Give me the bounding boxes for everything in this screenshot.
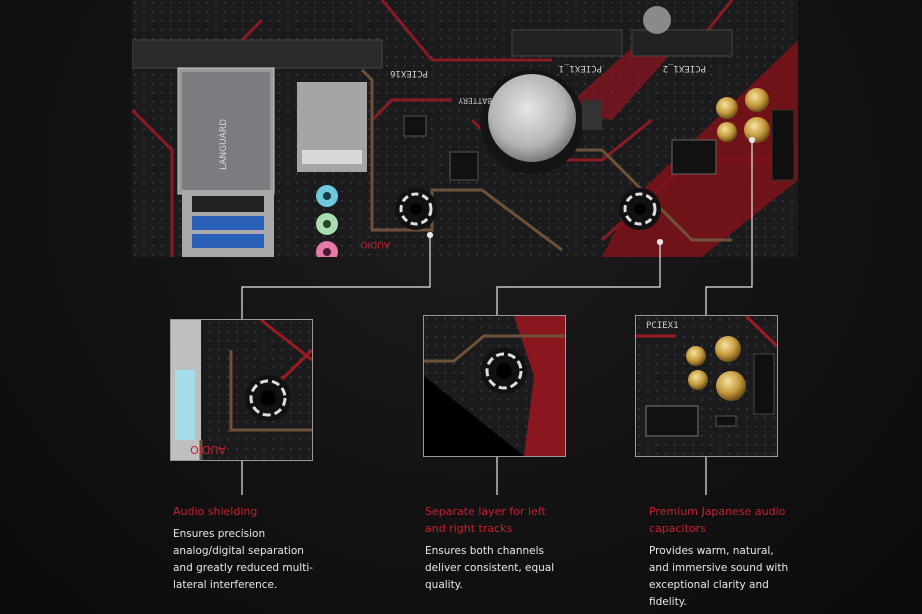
- lan-label: LANGUARD: [219, 119, 229, 170]
- feature-desc: Ensures precision analog/digital separat…: [173, 528, 314, 591]
- audio-label: AUDIO: [361, 239, 390, 249]
- feature-japanese-capacitors: Premium Japanese audio capacitors Provid…: [649, 503, 789, 611]
- feature-title: Premium Japanese audio capacitors: [649, 505, 786, 535]
- feature-audio-shielding: Audio shielding Ensures precision analog…: [173, 503, 323, 594]
- feature-title: Audio shielding: [173, 505, 258, 518]
- motherboard-image: PCIEX16 PCIEX1_1 PCIEX1_2 LANGUARD AUDIO…: [132, 0, 798, 257]
- feature-desc: Provides warm, natural, and immersive so…: [649, 545, 789, 608]
- battery-label: BATTERY: [458, 96, 492, 105]
- pciex1-1-label: PCIEX1_1: [559, 63, 602, 73]
- feature-separate-layer: Separate layer for left and right tracks…: [425, 503, 570, 594]
- zoom-audio-shielding: AUDIO: [170, 319, 313, 461]
- zoom-audio-label: AUDIO: [190, 443, 226, 456]
- feature-title: Separate layer for left and right tracks: [425, 505, 546, 535]
- zoom-audio-capacitors: PCIEX1: [635, 315, 778, 457]
- feature-desc: Ensures both channels deliver consistent…: [425, 545, 555, 591]
- zoom-cap-label: PCIEX1: [646, 321, 679, 331]
- pciex16-label: PCIEX16: [390, 68, 428, 78]
- pciex1-2-label: PCIEX1_2: [663, 63, 706, 73]
- zoom-separate-layer: [423, 315, 566, 457]
